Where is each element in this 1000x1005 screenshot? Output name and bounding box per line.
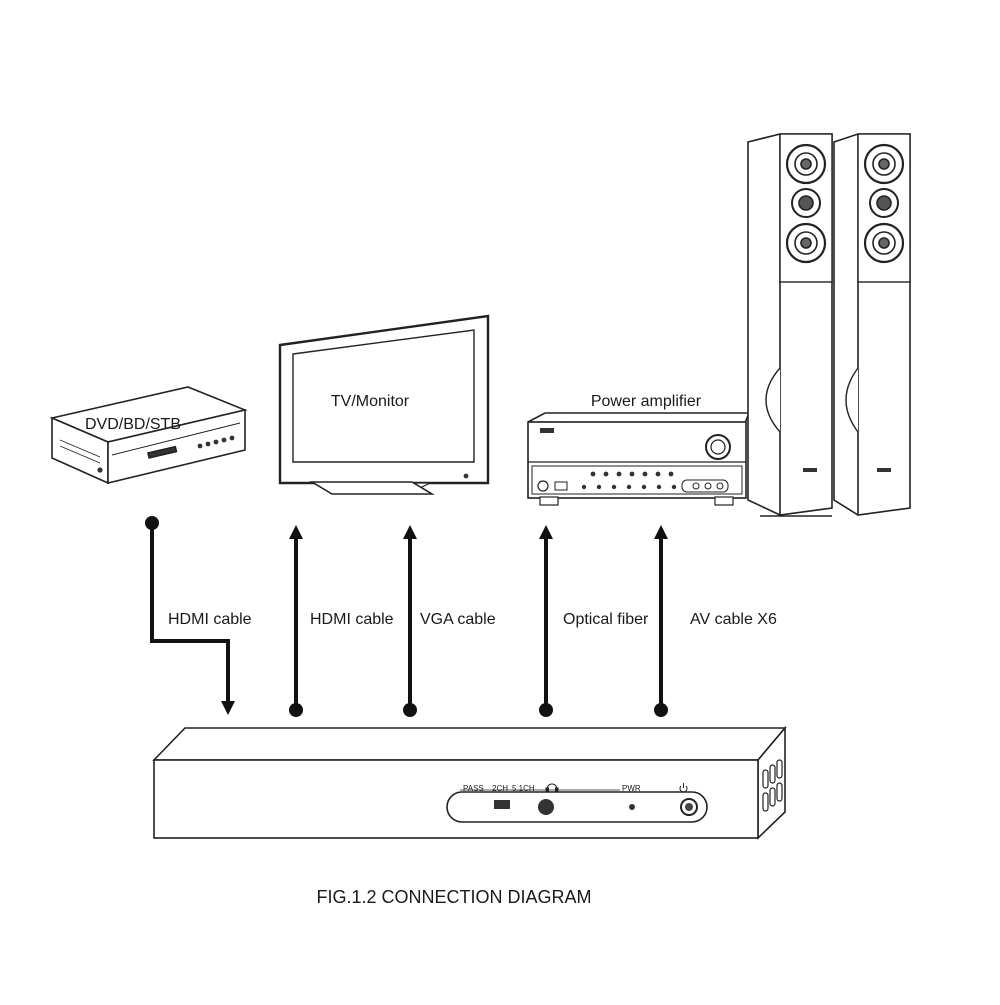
hdmi-output-cable-label: HDMI cable (310, 611, 394, 628)
2ch-indicator-label: 2CH (492, 784, 508, 793)
vga-start-dot (403, 703, 417, 717)
power-indicator-label: PWR (622, 784, 641, 793)
tv-monitor-label: TV/Monitor (331, 393, 410, 410)
power-icon (679, 783, 688, 793)
power-amplifier-label: Power amplifier (591, 393, 702, 410)
hdmi-input-connection (150, 523, 235, 715)
optical-start-dot (539, 703, 553, 717)
hdmi-input-cable-label: HDMI cable (168, 611, 252, 628)
pass-indicator-label: PASS (463, 784, 484, 793)
speaker-left (747, 133, 833, 517)
hdmi-input-start-dot (145, 516, 159, 530)
dvd-player-label: DVD/BD/STB (85, 416, 181, 433)
av-cable-label: AV cable X6 (690, 611, 777, 628)
headphone-icon (545, 783, 559, 793)
vga-cable-label: VGA cable (420, 611, 496, 628)
connection-endpoints (145, 516, 668, 717)
dvd-player-device (49, 386, 248, 485)
speaker-right (833, 133, 911, 516)
hdmi-output-start-dot (289, 703, 303, 717)
decoder-box-device (152, 725, 787, 840)
tv-monitor-device (278, 314, 490, 495)
figure-caption: FIG.1.2 CONNECTION DIAGRAM (316, 887, 591, 907)
5-1ch-indicator-label: 5.1CH (512, 784, 535, 793)
av-start-dot (654, 703, 668, 717)
optical-fiber-label: Optical fiber (563, 611, 649, 628)
power-amplifier-device (527, 412, 751, 506)
